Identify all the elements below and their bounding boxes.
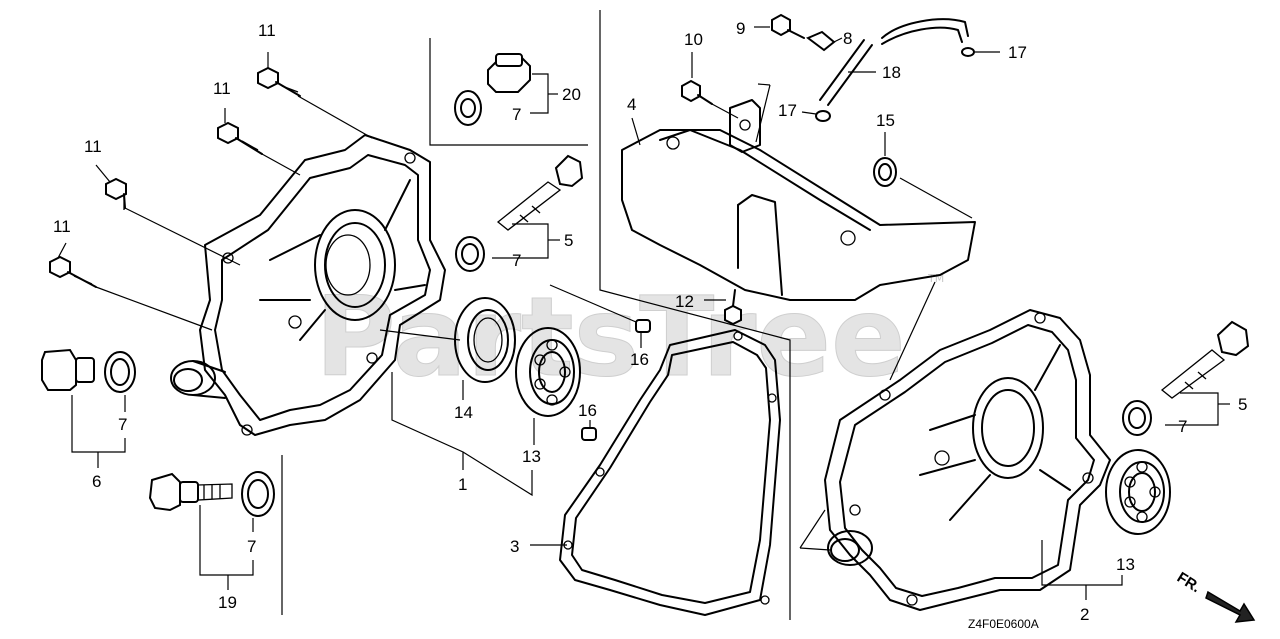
dipstick-5-upper[interactable] bbox=[496, 154, 584, 231]
front-direction-arrow: FR. bbox=[1174, 569, 1256, 623]
callout-18: 18 bbox=[882, 63, 901, 82]
callout-7: 7 bbox=[1178, 417, 1187, 436]
leaders-1 bbox=[379, 329, 533, 497]
clip-17-b[interactable] bbox=[755, 83, 831, 143]
grommet-15[interactable] bbox=[873, 132, 973, 219]
bolt-11-c[interactable] bbox=[105, 177, 127, 210]
leaders-6 bbox=[71, 395, 126, 468]
callout-4: 4 bbox=[627, 95, 636, 114]
callout-11: 11 bbox=[53, 217, 71, 236]
callout-7: 7 bbox=[118, 415, 127, 434]
bearing-13-right[interactable] bbox=[1105, 449, 1171, 535]
breather-tube-18[interactable] bbox=[819, 18, 969, 106]
callout-8: 8 bbox=[843, 29, 852, 48]
callout-17: 17 bbox=[1008, 43, 1027, 62]
watermark-text: PartsTree bbox=[315, 273, 906, 401]
bolt-9[interactable] bbox=[754, 13, 805, 39]
callout-16: 16 bbox=[630, 350, 649, 369]
leaders-20 bbox=[530, 73, 558, 114]
bolt-11-a[interactable] bbox=[257, 66, 301, 97]
callout-11: 11 bbox=[258, 21, 276, 40]
breather-tank-4[interactable] bbox=[621, 99, 976, 301]
callout-16: 16 bbox=[578, 401, 597, 420]
dowel-pin-16-b[interactable] bbox=[581, 420, 597, 441]
callout-15: 15 bbox=[876, 111, 895, 130]
oil-filler-cap-20[interactable] bbox=[487, 53, 531, 93]
bolt-12[interactable] bbox=[704, 289, 742, 326]
callout-5: 5 bbox=[1238, 395, 1247, 414]
leaders-19 bbox=[199, 505, 254, 590]
drain-plug-6[interactable] bbox=[41, 348, 95, 391]
callout-13: 13 bbox=[1116, 555, 1135, 574]
washer-7-dipstick[interactable] bbox=[241, 471, 275, 517]
oil-seal-14[interactable] bbox=[454, 297, 516, 400]
callout-17: 17 bbox=[778, 101, 797, 120]
crankcase-cover-right[interactable] bbox=[799, 281, 1111, 611]
bolt-10[interactable] bbox=[681, 52, 739, 119]
callout-19: 19 bbox=[218, 593, 237, 612]
drawing-code: Z4F0E0600A bbox=[968, 617, 1039, 631]
callout-7: 7 bbox=[512, 251, 521, 270]
clip-17-a[interactable] bbox=[961, 47, 1000, 57]
clamp-8[interactable] bbox=[806, 30, 843, 52]
callout-14: 14 bbox=[454, 403, 473, 422]
bolt-11-b[interactable] bbox=[217, 121, 263, 155]
leaders-2 bbox=[1041, 540, 1123, 600]
callout-1: 1 bbox=[458, 475, 467, 494]
callout-labels: 11 11 11 11 7 6 7 19 20 7 5 7 14 13 1 16… bbox=[53, 19, 1247, 624]
callout-6: 6 bbox=[92, 472, 101, 491]
crankcase-cover-left[interactable] bbox=[170, 134, 446, 436]
direction-label: FR. bbox=[1174, 569, 1204, 596]
gasket-3[interactable] bbox=[530, 329, 781, 616]
leaders-5-right bbox=[1165, 392, 1230, 426]
callout-2: 2 bbox=[1080, 605, 1089, 624]
callout-9: 9 bbox=[736, 19, 745, 38]
callout-11: 11 bbox=[213, 79, 231, 98]
callout-7: 7 bbox=[512, 105, 521, 124]
bolt-leaders bbox=[57, 52, 373, 331]
dipstick-19[interactable] bbox=[148, 472, 233, 512]
bearing-13-left[interactable] bbox=[515, 327, 581, 445]
washer-7-filler[interactable] bbox=[454, 90, 482, 126]
bolt-11-d[interactable] bbox=[49, 255, 97, 288]
callout-20: 20 bbox=[562, 85, 581, 104]
dowel-pin-16-a[interactable] bbox=[549, 284, 651, 348]
washer-7-drain[interactable] bbox=[104, 351, 136, 393]
washer-7-upper[interactable] bbox=[455, 236, 485, 272]
callout-7: 7 bbox=[247, 537, 256, 556]
section-dividers bbox=[281, 10, 791, 620]
watermark: PartsTree TM bbox=[315, 272, 945, 402]
callout-12: 12 bbox=[675, 292, 694, 311]
washer-7-right[interactable] bbox=[1122, 400, 1152, 436]
leaders-5-upper bbox=[492, 223, 560, 259]
callout-10: 10 bbox=[684, 30, 703, 49]
dipstick-5-right[interactable] bbox=[1160, 320, 1250, 399]
callout-13: 13 bbox=[522, 447, 541, 466]
callout-11: 11 bbox=[84, 137, 102, 156]
callout-3: 3 bbox=[510, 537, 519, 556]
callout-5: 5 bbox=[564, 231, 573, 250]
